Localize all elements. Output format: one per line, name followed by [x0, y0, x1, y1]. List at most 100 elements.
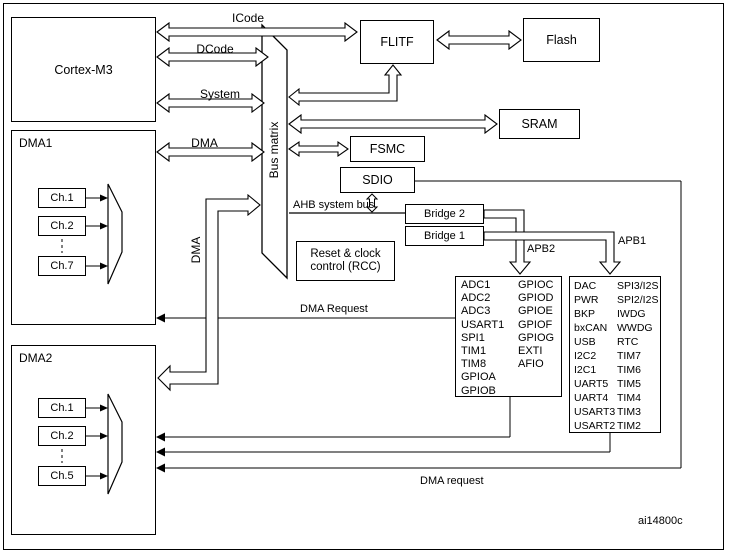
apb1-peripheral-item: DAC [574, 280, 597, 292]
apb2-peripheral-item: TIM1 [461, 345, 487, 358]
dma-request-lower-label: DMA request [420, 475, 484, 487]
dma1-channel-7: Ch.7 [38, 256, 86, 276]
apb1-peripheral-item: UART5 [574, 378, 609, 390]
diagram-frame [3, 3, 724, 550]
apb2-peripheral-item: GPIOA [461, 371, 496, 384]
flash-label: Flash [546, 33, 577, 47]
fsmc-label: FSMC [369, 142, 406, 156]
dma1-ch1-arrowhead [100, 194, 108, 202]
apb1-peripheral-item: bxCAN [574, 322, 608, 334]
bridge2-apb2-arrow [483, 209, 532, 275]
system-label: System [199, 87, 240, 101]
dma2-ch5-arrowhead [100, 472, 108, 480]
flash-block: Flash [523, 18, 600, 62]
apb2-peripheral-item: GPIOC [518, 279, 554, 291]
apb2-label: APB2 [527, 243, 556, 255]
dma2-channel-2: Ch.2 [38, 426, 86, 446]
dma2-funnel [107, 393, 123, 495]
apb1-peripheral-item: TIM6 [617, 364, 641, 376]
apb1-peripheral-item: USART2 [574, 420, 616, 432]
apb2-peripheral-item: SPI1 [461, 331, 485, 344]
dma1-channel-7-label: Ch.7 [50, 260, 74, 272]
dma1-channel-1-label: Ch.1 [50, 192, 74, 204]
dma2-label: DMA2 [19, 351, 53, 365]
dma-request-upper-label: DMA Request [300, 303, 368, 315]
dma-request-arrowhead-dma2-c [156, 463, 165, 473]
dma1-ch7-arrowhead [100, 262, 108, 270]
bus-matrix-shape [261, 23, 288, 280]
apb1-peripheral-item: I2C2 [574, 350, 597, 362]
dma1-block: DMA1 [11, 130, 156, 325]
apb1-peripheral-item: RTC [617, 336, 639, 348]
icode-bus-arrow [156, 21, 358, 43]
cortex-m3-label: Cortex-M3 [54, 62, 113, 77]
dma1-bus-label: DMA [191, 136, 218, 150]
rcc-block: Reset & clock control (RCC) [296, 241, 395, 281]
apb2-peripheral-item: AFIO [518, 358, 544, 371]
flitf-label: FLITF [380, 35, 414, 49]
dcode-bus-arrow [156, 46, 269, 68]
apb1-peripheral-item: WWDG [617, 322, 653, 334]
bridge2-block: Bridge 2 [405, 204, 484, 224]
busmatrix-flitf-arrow [288, 64, 403, 107]
apb1-peripheral-item: PWR [574, 294, 599, 306]
apb1-peripheral-item: TIM7 [617, 350, 641, 362]
apb1-peripheral-item: TIM3 [617, 406, 641, 418]
cortex-m3-block: Cortex-M3 [11, 17, 156, 122]
bus-matrix-label: Bus matrix [267, 121, 281, 179]
apb2-peripheral-item: ADC2 [461, 292, 491, 305]
apb2-peripheral-item: USART1 [461, 318, 505, 331]
dma1-funnel [107, 183, 123, 285]
flitf-block: FLITF [360, 20, 434, 64]
flitf-flash-arrow [436, 29, 522, 51]
dma1-channel-1: Ch.1 [38, 188, 86, 208]
bridge2-label: Bridge 2 [424, 208, 465, 220]
dma2-busmatrix-arrow [157, 193, 261, 392]
dma1-bus-arrow [156, 141, 265, 163]
apb1-peripheral-item: USB [574, 336, 596, 348]
sdio-label: SDIO [362, 173, 393, 187]
fsmc-block: FSMC [350, 136, 425, 162]
dma2-channel-1: Ch.1 [38, 398, 86, 418]
apb1-peripheral-item: I2C1 [574, 364, 597, 376]
apb1-peripheral-item: BKP [574, 308, 596, 320]
apb2-peripheral-item: EXTI [518, 345, 543, 358]
dma1-channel-2: Ch.2 [38, 216, 86, 236]
apb2-peripheral-item: GPIOG [518, 331, 555, 344]
dma-request-arrowhead-dma2-b [156, 447, 165, 457]
sram-bus-arrow [288, 113, 498, 135]
apb1-label: APB1 [618, 235, 647, 247]
sdio-ahb-arrow [365, 193, 379, 213]
apb1-peripheral-item: SPI2/I2S [617, 294, 659, 306]
bridge1-apb1-arrow [483, 231, 622, 275]
dcode-label: DCode [196, 42, 234, 56]
dma2-ch2-arrowhead [100, 432, 108, 440]
apb2-peripheral-item: GPIOD [518, 292, 554, 305]
dma-request-arrowhead-dma2-a [156, 432, 165, 442]
sdio-block: SDIO [340, 167, 415, 193]
dma1-label: DMA1 [19, 136, 53, 150]
figure-reference-code: ai14800c [638, 515, 683, 527]
apb2-peripheral-item: GPIOF [518, 318, 553, 331]
dma1-channel-2-label: Ch.2 [50, 220, 74, 232]
rcc-label-line1: Reset & clock [310, 247, 381, 260]
bridge1-label: Bridge 1 [424, 230, 465, 242]
dma2-channel-5-label: Ch.5 [50, 470, 74, 482]
rcc-label-line2: control (RCC) [310, 261, 381, 273]
dma2-ch1-arrowhead [100, 404, 108, 412]
dma2-block: DMA2 [11, 345, 156, 535]
apb2-peripheral-item: TIM8 [461, 358, 487, 371]
apb1-peripheral-item: IWDG [617, 308, 646, 320]
system-bus-arrow [156, 92, 265, 114]
ahb-system-bus-label: AHB system bus [293, 199, 375, 211]
dma2-channel-2-label: Ch.2 [50, 430, 74, 442]
sram-block: SRAM [499, 109, 580, 139]
sram-label: SRAM [521, 117, 558, 131]
